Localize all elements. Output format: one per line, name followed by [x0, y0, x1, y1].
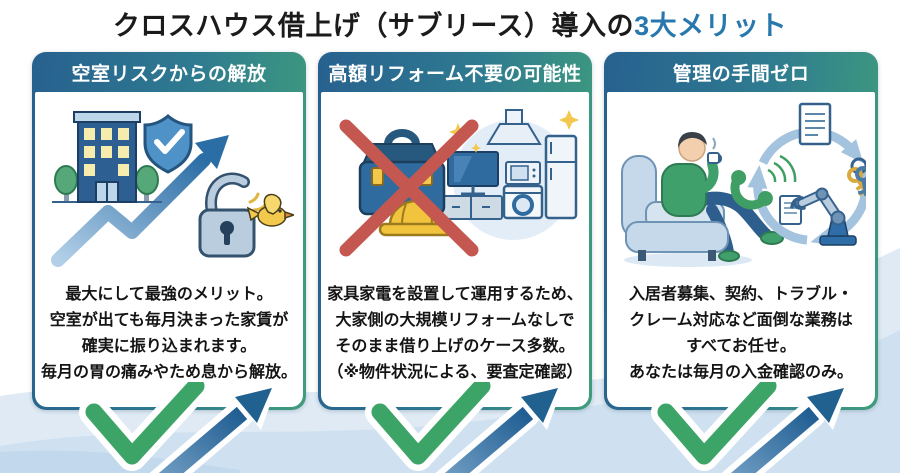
document-icon — [798, 102, 832, 146]
zero-management-illustration-icon — [621, 102, 866, 267]
card-header: 高額リフォーム不要の可能性 — [328, 63, 582, 85]
no-renovation-illustration-icon — [339, 109, 579, 257]
card-body-line: 毎月の胃の痛みやため息から解放。 — [40, 364, 297, 381]
card-body-line: 確実に振り込まれます。 — [81, 338, 257, 355]
card-description: 入居者募集、契約、トラブル・ クレーム対応など面倒な業務は すべてお任せ。 あな… — [607, 282, 875, 386]
shield-check-icon — [143, 114, 193, 174]
card-body-line: 空室が出ても毎月決まった家賃が — [49, 312, 289, 329]
card-body-line: すべてお任せ。 — [686, 338, 796, 355]
building-icon — [73, 111, 141, 203]
bird-icon — [246, 193, 294, 227]
card-description: 最大にして最強のメリット。 空室が出ても毎月決まった家賃が 確実に振り込まれます… — [35, 282, 303, 386]
card-body-line: クレーム対応など面倒な業務は — [629, 312, 853, 329]
card-header: 管理の手間ゼロ — [672, 63, 810, 85]
open-padlock-icon — [198, 172, 268, 258]
phone-icon — [730, 154, 797, 210]
card-body-line: 大家側の大規模リフォームなしで — [335, 312, 575, 329]
card-zero-management: 管理の手間ゼロ — [604, 52, 878, 410]
title-main: クロスハウス借上げ（サブリース）導入の — [112, 11, 635, 41]
title-accent: 3大メリット — [634, 11, 788, 41]
keys-icon — [847, 157, 866, 197]
growth-arrow-icon — [51, 135, 229, 267]
card-body-line: 入居者募集、契約、トラブル・ — [628, 286, 853, 303]
card-body-line: 最大にして最強のメリット。 — [65, 286, 273, 303]
card-body-line: 家具家電を設置して運用するため、 — [327, 286, 583, 303]
card-header: 空室リスクからの解放 — [71, 63, 267, 85]
card-body: 最大にして最強のメリット。 空室が出ても毎月決まった家賃が 確実に振り込まれます… — [35, 92, 303, 407]
card-body-line: （※物件状況による、要査定確認） — [327, 364, 583, 381]
card-vacancy-risk: 空室リスクからの解放 — [32, 52, 306, 410]
card-body: 入居者募集、契約、トラブル・ クレーム対応など面倒な業務は すべてお任せ。 あな… — [607, 92, 875, 407]
card-body: 家具家電を設置して運用するため、 大家側の大規模リフォームなしで そのまま借り上… — [321, 92, 589, 407]
card-no-renovation: 高額リフォーム不要の可能性 — [318, 52, 592, 410]
furnished-appliances-icon — [439, 109, 578, 240]
card-description: 家具家電を設置して運用するため、 大家側の大規模リフォームなしで そのまま借り上… — [321, 282, 589, 386]
robot-arm-icon — [779, 187, 857, 246]
relaxing-person-icon — [621, 132, 784, 262]
vacancy-freedom-illustration-icon — [51, 111, 294, 267]
page-title: クロスハウス借上げ（サブリース）導入の3大メリット — [0, 4, 900, 43]
red-cross-icon — [339, 119, 479, 257]
card-body-line: そのまま借り上げのケース多数。 — [335, 338, 575, 355]
card-body-line: あなたは毎月の入金確認のみ。 — [628, 364, 853, 381]
